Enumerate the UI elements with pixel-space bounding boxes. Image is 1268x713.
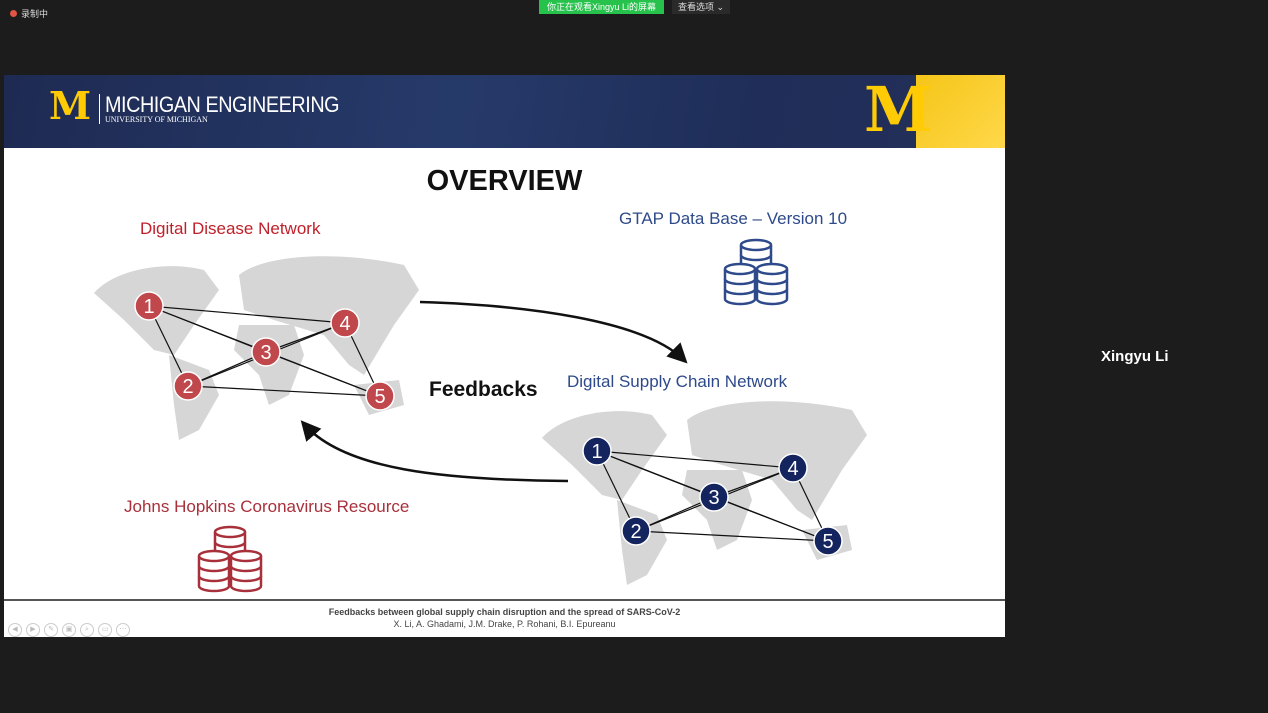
block-m-large: M [864,75,933,146]
node-label: 3 [260,342,271,364]
pen-icon[interactable]: ✎ [44,623,58,637]
node-label: 1 [143,296,154,318]
network-node [778,453,808,483]
paper-title: Feedbacks between global supply chain di… [328,607,681,617]
network-edge [713,496,829,542]
recording-label: 录制中 [21,9,49,19]
participant-name: Xingyu Li [1101,348,1169,365]
network-edge [596,450,794,469]
node-label: 2 [182,376,193,398]
supply-network-graph: 1 2 3 4 5 [582,436,843,556]
previous-icon[interactable]: ◀ [8,623,22,637]
gtap-database-icon [723,238,789,306]
zoom-icon[interactable]: ⌕ [80,623,94,637]
slideshow-controls: ◀ ▶ ✎ ▣ ⌕ ▭ ⋯ [8,623,130,637]
slides-icon[interactable]: ▣ [62,623,76,637]
brand-name: MICHIGAN ENGINEERING [105,92,340,117]
recording-indicator: 录制中 [10,7,48,20]
disease-network-graph: 1 2 3 4 5 [134,291,395,411]
node-label: 1 [591,441,602,463]
record-icon [10,10,17,17]
more-icon[interactable]: ⋯ [116,623,130,637]
network-edge [635,530,829,542]
jhu-database-icon [197,525,263,593]
node-label: 5 [374,386,385,408]
jhu-label: Johns Hopkins Coronavirus Resource [124,497,410,516]
screen-icon[interactable]: ▭ [98,623,112,637]
network-node [365,381,395,411]
network-node [134,291,164,321]
network-node [173,371,203,401]
arrow-to-supply [419,300,688,364]
feedbacks-label: Feedbacks [429,378,538,401]
network-edge [148,305,346,324]
slide-footer: Feedbacks between global supply chain di… [4,599,1005,637]
slide-title: OVERVIEW [426,165,583,197]
network-edge [596,450,637,532]
diagram: 1 2 3 4 5 1 2 3 4 5 [94,238,867,593]
node-label: 5 [822,531,833,553]
viewing-banner: 你正在观看Xingyu Li的屏幕 [539,0,664,14]
network-node [251,337,281,367]
node-label: 4 [787,458,798,480]
supply-network-label: Digital Supply Chain Network [567,372,788,391]
network-edge [187,385,381,397]
network-node [582,436,612,466]
network-node [621,516,651,546]
corner-accent [916,75,1005,148]
block-m-logo: M [49,83,92,128]
shared-slide: M MICHIGAN ENGINEERING UNIVERSITY OF MIC… [4,75,1005,637]
node-label: 4 [339,313,350,335]
view-options-button[interactable]: 查看选项 ⌄ [672,0,730,14]
disease-network-label: Digital Disease Network [140,219,321,238]
gtap-label: GTAP Data Base – Version 10 [619,209,848,228]
slide-header: M MICHIGAN ENGINEERING UNIVERSITY OF MIC… [4,75,1005,148]
next-icon[interactable]: ▶ [26,623,40,637]
arrow-to-disease [300,420,569,483]
network-node [330,308,360,338]
divider [99,94,100,124]
university-name: UNIVERSITY OF MICHIGAN [105,115,208,124]
node-label: 2 [630,521,641,543]
network-edge [148,305,189,387]
network-edge [265,351,381,397]
paper-authors: X. Li, A. Ghadami, J.M. Drake, P. Rohani… [393,619,616,629]
node-label: 3 [708,487,719,509]
network-node [699,482,729,512]
network-node [813,526,843,556]
